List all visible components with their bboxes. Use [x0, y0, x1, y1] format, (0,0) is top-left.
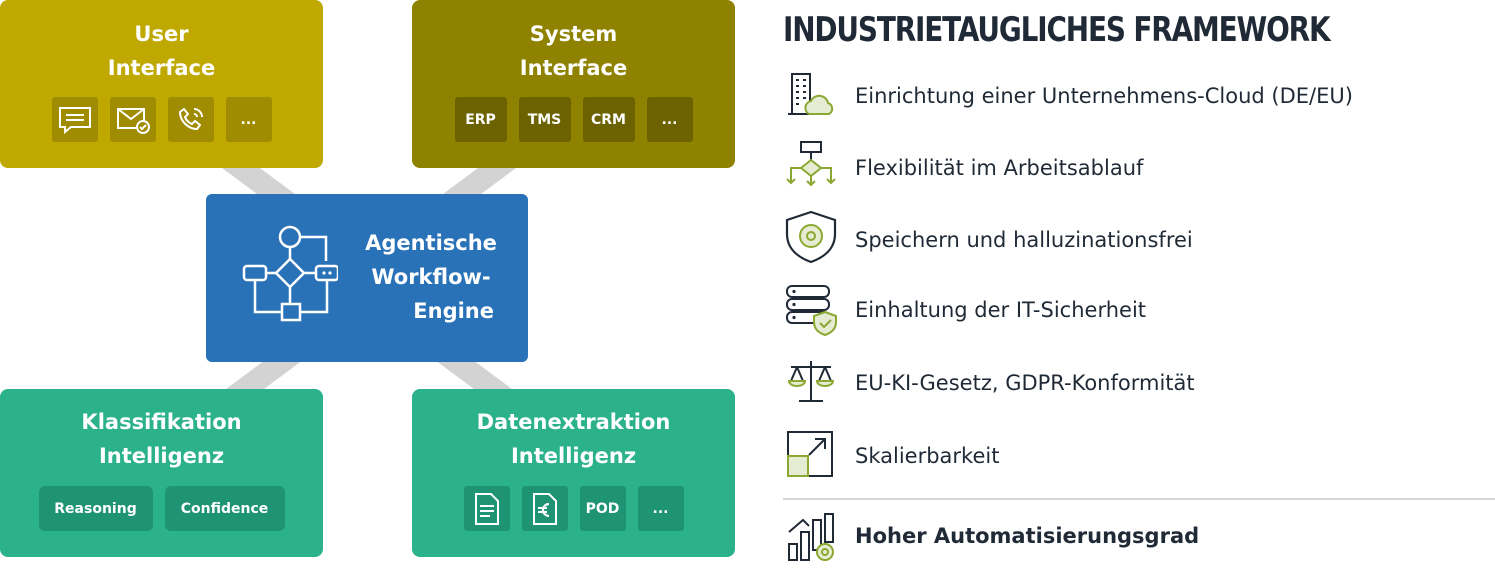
bars-gear-icon [788, 513, 834, 561]
feature-label: Einhaltung der IT-Sicherheit [855, 298, 1147, 322]
user-interface-title-line2: Interface [107, 56, 216, 80]
chip-reasoning: Reasoning [38, 486, 153, 531]
mail-check-icon [109, 97, 156, 142]
chip-pod: POD [579, 486, 626, 531]
phone-icon [167, 97, 214, 142]
chip-erp: ERP [454, 97, 507, 142]
workflow-icon [242, 225, 338, 322]
document-icon [463, 486, 510, 531]
system-interface-box: System Interface ERP TMS CRM ... [412, 0, 735, 168]
scale-arrow-icon [787, 431, 833, 477]
feature-label: Einrichtung einer Unternehmens-Cloud (DE… [855, 84, 1353, 108]
feature-label: Flexibilität im Arbeitsablauf [855, 156, 1144, 180]
chip-tms: TMS [518, 97, 571, 142]
building-cloud-icon [788, 73, 834, 115]
more-chip: ... [646, 97, 693, 142]
feature-item: Einrichtung einer Unternehmens-Cloud (DE… [783, 70, 1483, 130]
user-interface-box: User Interface ... [0, 0, 323, 168]
user-interface-title-line1: User [134, 22, 189, 46]
server-shield-icon [786, 285, 837, 337]
datenextraktion-box: Datenextraktion Intelligenz POD ... [412, 389, 735, 557]
klassifikation-title-line2: Intelligenz [98, 444, 225, 468]
feature-item: Skalierbarkeit [783, 427, 1483, 487]
highlight-label: Hoher Automatisierungsgrad [855, 524, 1200, 548]
feature-item: Einhaltung der IT-Sicherheit [783, 282, 1483, 342]
invoice-euro-icon [521, 486, 568, 531]
framework-heading: INDUSTRIETAUGLICHES FRAMEWORK [783, 10, 1331, 50]
feature-item: Speichern und halluzinationsfrei [783, 210, 1483, 270]
workflow-engine-box: Agentische Workflow- Engine [206, 194, 528, 362]
datenextraktion-title-line2: Intelligenz [510, 444, 637, 468]
engine-title-line3: Engine [413, 299, 494, 323]
datenextraktion-title-line1: Datenextraktion [476, 410, 671, 434]
chip-confidence: Confidence [164, 486, 285, 531]
engine-title-line1: Agentische [365, 231, 497, 255]
flowchart-icon [786, 141, 836, 187]
feature-label: Skalierbarkeit [855, 444, 1000, 468]
more-chip: ... [637, 486, 684, 531]
message-icon [51, 97, 98, 142]
system-interface-title-line1: System [529, 22, 618, 46]
feature-item: Flexibilität im Arbeitsablauf [783, 140, 1483, 200]
feature-item: EU-KI-Gesetz, GDPR-Konformität [783, 355, 1483, 415]
klassifikation-title-line1: Klassifikation [81, 410, 242, 434]
divider [783, 498, 1495, 500]
scales-icon [787, 361, 835, 402]
engine-title-line2: Workflow- [371, 265, 491, 289]
more-chip: ... [225, 97, 272, 142]
shield-gear-icon [785, 210, 837, 264]
system-interface-title-line2: Interface [519, 56, 628, 80]
klassifikation-box: Klassifikation Intelligenz Reasoning Con… [0, 389, 323, 557]
highlight-item: Hoher Automatisierungsgrad [783, 510, 1483, 570]
feature-label: Speichern und halluzinationsfrei [855, 228, 1193, 252]
feature-label: EU-KI-Gesetz, GDPR-Konformität [855, 371, 1195, 395]
chip-crm: CRM [582, 97, 635, 142]
